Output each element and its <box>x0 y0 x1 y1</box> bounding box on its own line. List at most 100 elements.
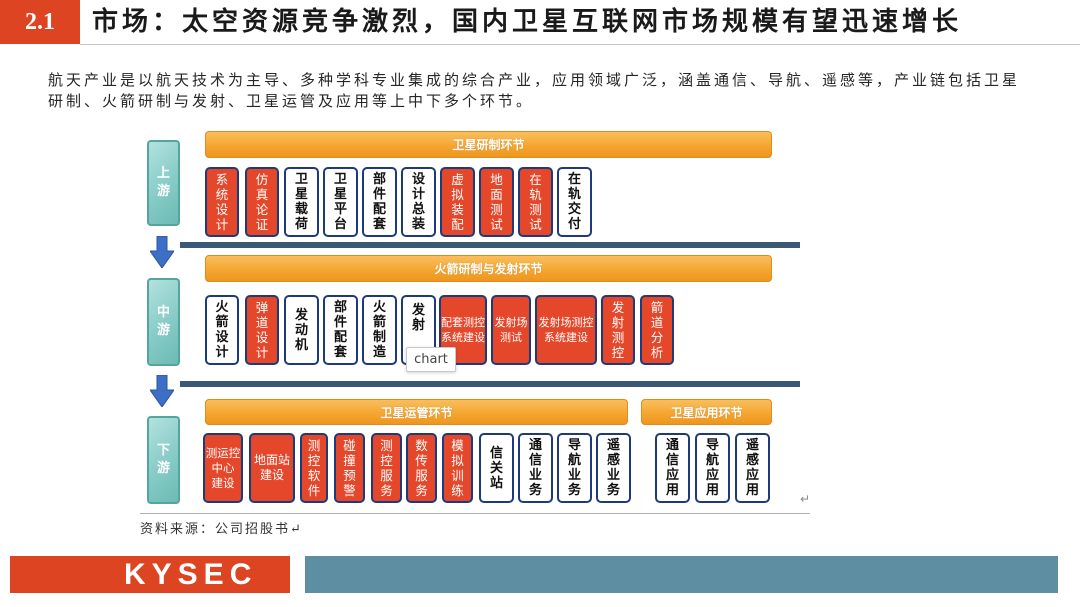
item-communication-business: 通信业务 <box>518 433 553 503</box>
tooltip: chart <box>406 347 456 372</box>
item-label: 导航业务 <box>568 438 582 498</box>
segment-satellite-operations: 卫星运管环节 <box>205 399 628 425</box>
segment-label: 卫星运管环节 <box>380 405 453 420</box>
slide-title: 市场：太空资源竞争激烈，国内卫星互联网市场规模有望迅速增长 <box>92 7 963 37</box>
item-system-design: 系统设计 <box>205 167 239 237</box>
item-launch-site-test: 发射场测试 <box>491 295 531 365</box>
item-gateway-station: 信关站 <box>479 433 514 503</box>
item-label: 发射 <box>412 303 426 333</box>
item-trajectory-design: 弹道设计 <box>245 295 279 365</box>
item-launch-site-ttc-construction: 发射场测控系统建设 <box>535 295 597 365</box>
intro-line: 研制、火箭研制与发射、卫星运管及应用等上中下多个环节。 <box>48 92 535 110</box>
item-data-transmission-service: 数传服务 <box>406 433 437 503</box>
item-label: 系统设计 <box>215 172 229 232</box>
footer-logo: KYSEC <box>10 556 290 593</box>
item-rocket-manufacturing: 火箭制造 <box>362 295 397 365</box>
header-divider <box>80 44 1080 45</box>
item-label: 信关站 <box>490 445 504 491</box>
item-label: 仿真论证 <box>255 172 269 232</box>
item-label: 测控服务 <box>380 438 393 498</box>
item-collision-warning: 碰撞预警 <box>334 433 365 503</box>
item-label: 卫星平台 <box>334 172 348 232</box>
intro-paragraph: 航天产业是以航天技术为主导、多种学科专业集成的综合产业，应用领域广泛，涵盖通信、… <box>48 70 1078 112</box>
item-satellite-platform: 卫星平台 <box>323 167 358 237</box>
source-note: 资料来源：公司招股书↵ <box>140 522 303 537</box>
item-label: 卫星载荷 <box>295 172 309 232</box>
item-label: 通信应用 <box>666 438 680 498</box>
item-simulation-training: 模拟训练 <box>442 433 473 503</box>
item-ttc-software: 测控软件 <box>300 433 328 503</box>
segment-label: 卫星研制环节 <box>452 138 525 152</box>
stage-label: 上游 <box>157 166 171 199</box>
item-label: 火箭制造 <box>373 300 387 360</box>
item-in-orbit-test: 在轨测试 <box>518 167 553 237</box>
down-arrow-icon <box>150 236 174 268</box>
item-label: 遥感业务 <box>607 438 621 498</box>
diagram-bottom-rule <box>140 513 810 514</box>
item-simulation-verification: 仿真论证 <box>245 167 279 237</box>
item-label: 地面测试 <box>490 172 503 232</box>
stage-label: 中游 <box>157 305 171 338</box>
segment-label: 火箭研制与发射环节 <box>434 262 543 276</box>
item-engine: 发动机 <box>284 295 319 365</box>
item-label: 设计总装 <box>412 172 426 232</box>
item-label: 在轨测试 <box>529 172 542 232</box>
segment-rocket-launch: 火箭研制与发射环节 <box>205 255 772 282</box>
item-label: 碰撞预警 <box>343 438 356 498</box>
segment-label: 卫星应用环节 <box>670 405 743 420</box>
item-label: 部件配套 <box>334 300 348 360</box>
segment-satellite-applications: 卫星应用环节 <box>641 399 772 425</box>
logo-text: KYSEC <box>124 558 258 591</box>
item-virtual-assembly: 虚拟装配 <box>440 167 475 237</box>
item-in-orbit-delivery: 在轨交付 <box>557 167 592 237</box>
item-label: 导航应用 <box>706 438 720 498</box>
item-label: 数传服务 <box>415 438 428 498</box>
down-arrow-icon <box>150 375 174 407</box>
stage-separator <box>180 242 800 248</box>
item-trajectory-analysis: 箭道分析 <box>640 295 674 365</box>
item-remote-sensing-business: 遥感业务 <box>596 433 631 503</box>
item-navigation-business: 导航业务 <box>557 433 592 503</box>
item-label: 在轨交付 <box>568 172 582 232</box>
item-communication-application: 通信应用 <box>655 433 690 503</box>
stage-downstream: 下游 <box>147 416 180 504</box>
item-launch-ttc: 发射测控 <box>601 295 635 365</box>
item-label: 遥感应用 <box>746 438 760 498</box>
item-rocket-component-supply: 部件配套 <box>323 295 358 365</box>
item-label: 部件配套 <box>373 172 387 232</box>
item-label: 配套测控系统建设 <box>441 316 485 344</box>
item-label: 发射场测控系统建设 <box>538 316 594 344</box>
section-number: 2.1 <box>25 8 55 35</box>
stage-midstream: 中游 <box>147 278 180 366</box>
item-label: 弹道设计 <box>255 300 269 360</box>
item-label: 测运控 中心 建设 <box>205 445 241 490</box>
item-label: 通信业务 <box>529 438 543 498</box>
item-design-assembly: 设计总装 <box>401 167 436 237</box>
item-remote-sensing-application: 遥感应用 <box>735 433 770 503</box>
segment-satellite-development: 卫星研制环节 <box>205 131 772 158</box>
item-rocket-design: 火箭设计 <box>205 295 239 365</box>
item-label: 发动机 <box>295 307 309 353</box>
item-ground-test: 地面测试 <box>479 167 514 237</box>
item-navigation-application: 导航应用 <box>695 433 730 503</box>
item-label: 模拟训练 <box>451 438 464 498</box>
item-label: 火箭设计 <box>215 300 229 360</box>
item-ground-station-construction: 地面站建设 <box>249 433 295 503</box>
stage-upstream: 上游 <box>147 140 180 226</box>
item-label: 地面站建设 <box>254 453 291 482</box>
stage-label: 下游 <box>157 443 171 476</box>
item-label: 发射测控 <box>611 300 625 360</box>
item-ttc-center-construction: 测运控 中心 建设 <box>203 433 243 503</box>
paragraph-mark: ↵ <box>800 492 811 506</box>
tooltip-text: chart <box>414 352 448 367</box>
item-label: 虚拟装配 <box>451 172 464 232</box>
item-component-supply: 部件配套 <box>362 167 397 237</box>
item-label: 发射场测试 <box>494 316 528 344</box>
footer-bar <box>305 556 1058 593</box>
item-satellite-payload: 卫星载荷 <box>284 167 319 237</box>
intro-line: 航天产业是以航天技术为主导、多种学科专业集成的综合产业，应用领域广泛，涵盖通信、… <box>48 71 1021 89</box>
stage-separator <box>180 381 800 387</box>
item-label: 箭道分析 <box>650 300 664 360</box>
section-number-badge: 2.1 <box>0 0 80 44</box>
